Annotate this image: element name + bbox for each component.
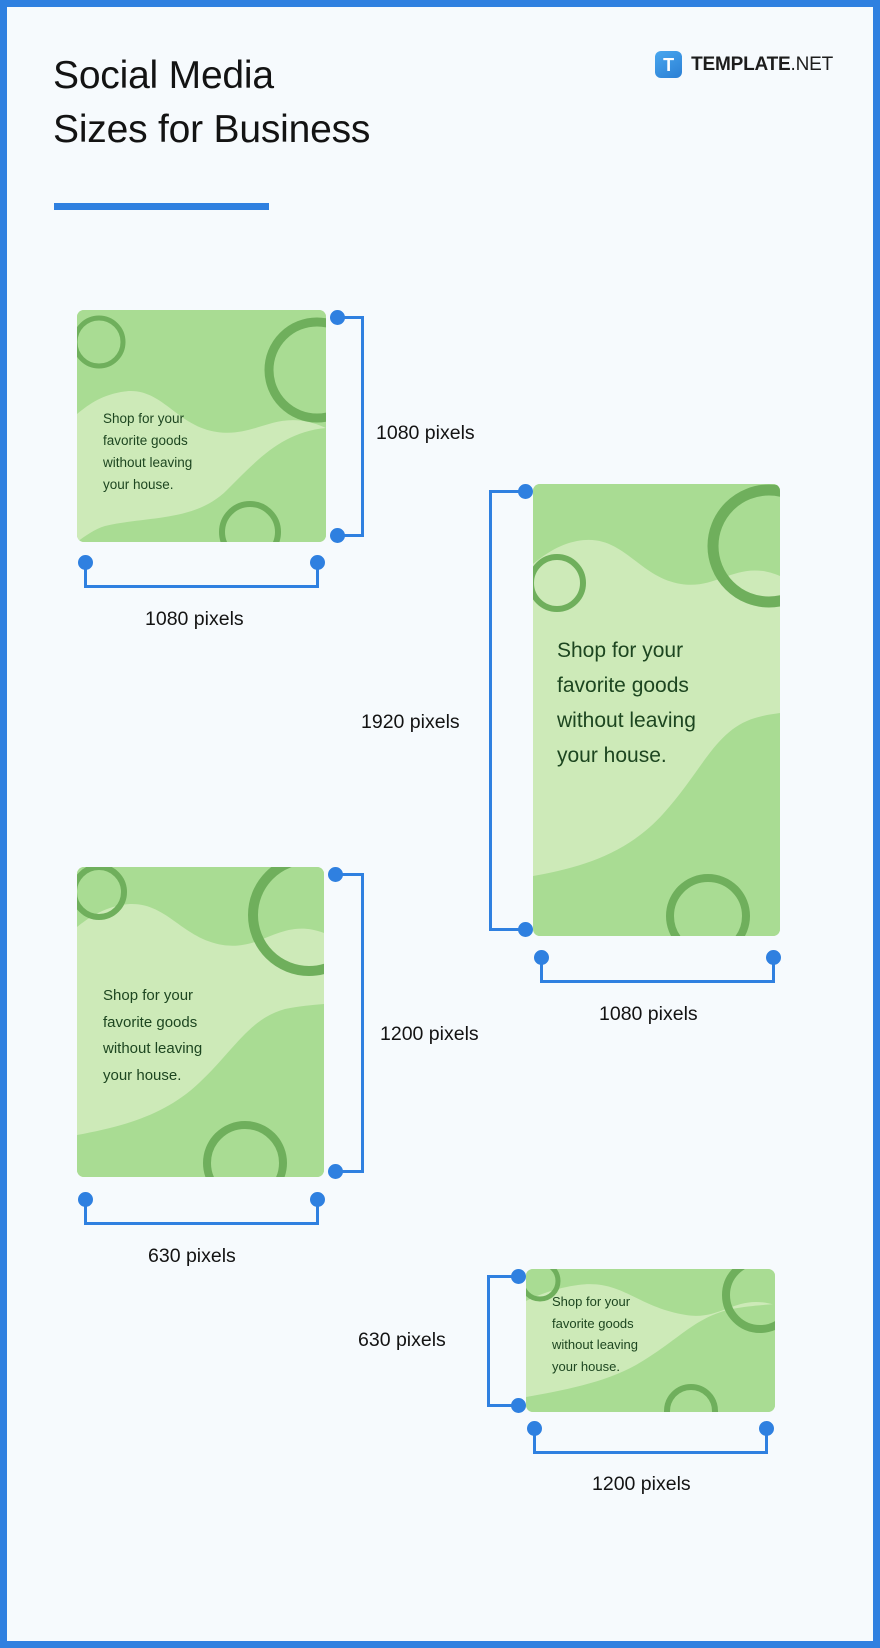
- measure-tick: [487, 1275, 512, 1278]
- card-copy: Shop for your favorite goods without lea…: [552, 1294, 638, 1374]
- measure-label-height: 1920 pixels: [361, 711, 460, 733]
- card-pinterest-portrait: Shop for your favorite goods without lea…: [77, 867, 324, 1177]
- page-title-line-1: Social Media: [53, 54, 274, 97]
- measure-bracket: [533, 1451, 768, 1454]
- card-artwork: [77, 310, 326, 542]
- measure-label-width: 1080 pixels: [145, 608, 244, 630]
- measure-label-height: 1200 pixels: [380, 1023, 479, 1045]
- measure-label-width: 1200 pixels: [592, 1473, 691, 1495]
- measure-label-width: 630 pixels: [148, 1245, 236, 1267]
- measure-tick: [335, 873, 364, 876]
- measure-label-height: 630 pixels: [358, 1329, 446, 1351]
- measure-tick: [337, 534, 364, 537]
- measure-tick: [316, 1199, 319, 1224]
- title-underline-rule: [54, 203, 269, 210]
- brand-tld: .NET: [790, 53, 834, 75]
- measure-tick: [316, 562, 319, 587]
- card-instagram-square: Shop for your favorite goods without lea…: [77, 310, 326, 542]
- measure-tick: [487, 1404, 512, 1407]
- measure-bracket: [84, 585, 319, 588]
- card-artwork: [526, 1269, 775, 1412]
- card-copy: Shop for your favorite goods without lea…: [557, 639, 696, 767]
- card-artwork: [533, 484, 780, 936]
- measure-tick: [84, 1199, 87, 1224]
- measure-tick: [84, 562, 87, 587]
- measure-tick: [540, 957, 543, 982]
- page-title-line-2: Sizes for Business: [53, 107, 371, 151]
- measure-bracket: [487, 1275, 490, 1407]
- card-copy: Shop for your favorite goods without lea…: [103, 411, 193, 492]
- page-title: Social Media Sizes for Business: [53, 49, 370, 157]
- brand-wordmark: TEMPLATE.NET: [691, 54, 833, 76]
- measure-tick: [335, 1170, 364, 1173]
- measure-dot: [511, 1398, 526, 1413]
- measure-dot: [511, 1269, 526, 1284]
- measure-bracket: [84, 1222, 319, 1225]
- card-story-portrait: Shop for your favorite goods without lea…: [533, 484, 780, 936]
- measure-tick: [765, 1428, 768, 1453]
- measure-label-width: 1080 pixels: [599, 1003, 698, 1025]
- card-copy: Shop for your favorite goods without lea…: [103, 987, 203, 1085]
- measure-tick: [533, 1428, 536, 1453]
- measure-bracket: [361, 316, 364, 537]
- measure-dot: [518, 922, 533, 937]
- measure-bracket: [489, 490, 492, 931]
- measure-label-height: 1080 pixels: [376, 422, 475, 444]
- template-logo-icon: T: [655, 51, 683, 78]
- measure-dot: [518, 484, 533, 499]
- measure-tick: [489, 490, 519, 493]
- card-facebook-landscape: Shop for your favorite goods without lea…: [526, 1269, 775, 1412]
- measure-bracket: [540, 980, 775, 983]
- measure-bracket: [361, 873, 364, 1173]
- measure-tick: [337, 316, 364, 319]
- measure-tick: [489, 928, 519, 931]
- measure-tick: [772, 957, 775, 982]
- card-artwork: [77, 867, 324, 1177]
- brand-name: TEMPLATE: [691, 53, 791, 75]
- brand-logo: T TEMPLATE.NET: [655, 51, 833, 78]
